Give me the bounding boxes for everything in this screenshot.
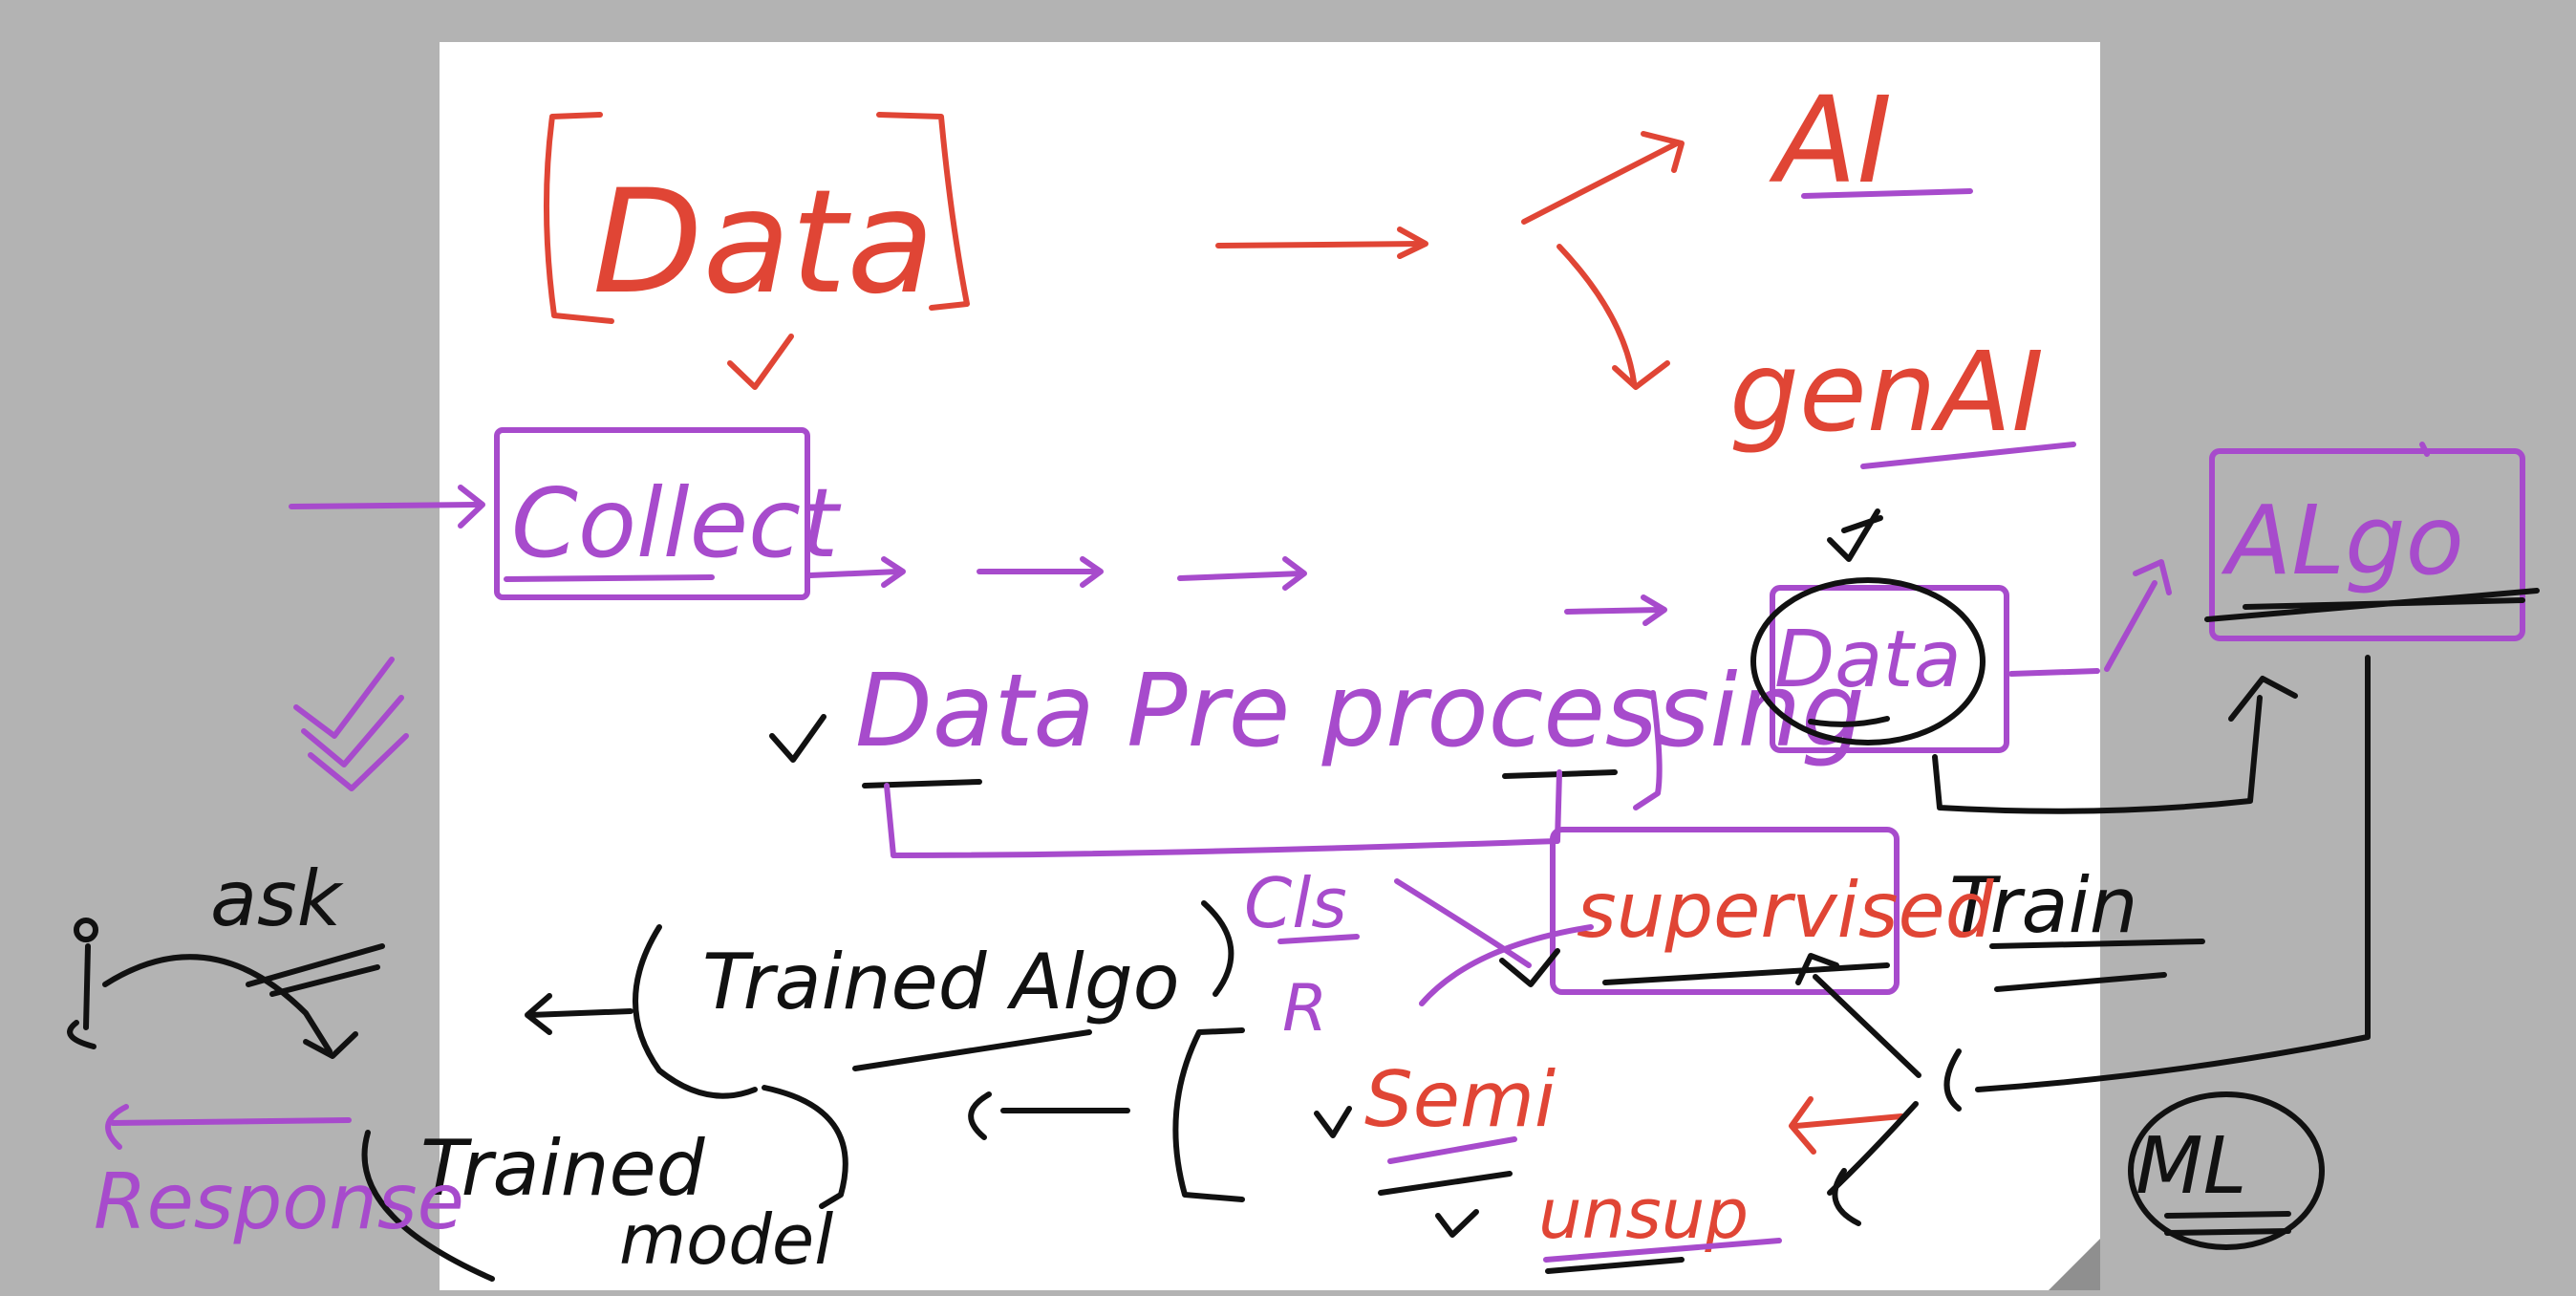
- trained-model-label-line2: model: [619, 1199, 833, 1280]
- algo-label: ALgo: [2221, 485, 2464, 596]
- data-circled-label: Data: [1774, 615, 1962, 705]
- r-label: R: [1282, 971, 1327, 1047]
- page-corner-fold: [2049, 1239, 2100, 1290]
- ai-node: AI: [1769, 72, 1973, 210]
- user-icon: [67, 918, 98, 1049]
- train-label: Train: [1949, 861, 2138, 950]
- data-preprocessing-node: Data Pre processing: [769, 653, 1865, 858]
- train-node: Train: [1949, 861, 2205, 992]
- response-node: Response: [94, 1104, 464, 1246]
- data-preprocessing-label: Data Pre processing: [855, 653, 1865, 769]
- collect-label: Collect: [511, 467, 842, 579]
- supervised-node: supervised: [1550, 827, 1995, 995]
- supervised-label: supervised: [1577, 866, 1995, 955]
- algo-node: ALgo: [2204, 442, 2540, 641]
- ml-label: ML: [2136, 1121, 2246, 1212]
- genai-node: genAI: [1729, 329, 2076, 562]
- collect-to-data-dashed-arrow: [807, 556, 1667, 626]
- algo-to-ml-connector: [1975, 655, 2371, 1092]
- unsup-label: unsup: [1538, 1174, 1749, 1254]
- data-source-node: Data: [543, 112, 970, 390]
- data-top-label: Data: [592, 160, 934, 326]
- ai-label: AI: [1769, 72, 1892, 210]
- data-to-ai-arrows: [1215, 131, 1685, 390]
- response-label: Response: [94, 1157, 464, 1246]
- trained-algo-node: Trained Algo: [525, 900, 1234, 1099]
- unsup-node: unsup: [1435, 1174, 1782, 1274]
- trained-model-label-line1: Trained: [420, 1124, 706, 1213]
- ml-branch-bracket: [1789, 953, 1962, 1226]
- cls-label: Cls: [1244, 863, 1347, 943]
- trained-algo-label: Trained Algo: [702, 938, 1180, 1026]
- semi-node: Semi: [1314, 1055, 1556, 1196]
- trained-model-node: Trained model: [361, 1085, 848, 1282]
- cls-r-node: Cls R: [1244, 863, 1594, 1047]
- genai-label: genAI: [1729, 329, 2044, 457]
- model-type-bracket: [968, 1027, 1245, 1202]
- data-to-algo-arrow: [2008, 559, 2172, 677]
- ml-node: ML: [2128, 1091, 2325, 1250]
- collect-node: Collect: [289, 427, 842, 600]
- semi-label: Semi: [1364, 1055, 1556, 1144]
- data-to-algo-training-arrow: [1932, 676, 2298, 814]
- ask-label: ask: [210, 854, 344, 943]
- ask-node: ask: [102, 854, 385, 1059]
- whiteboard-page: [440, 42, 2100, 1290]
- chevron-down-icon: [293, 657, 409, 791]
- data-circled-node: Data: [1750, 577, 2009, 753]
